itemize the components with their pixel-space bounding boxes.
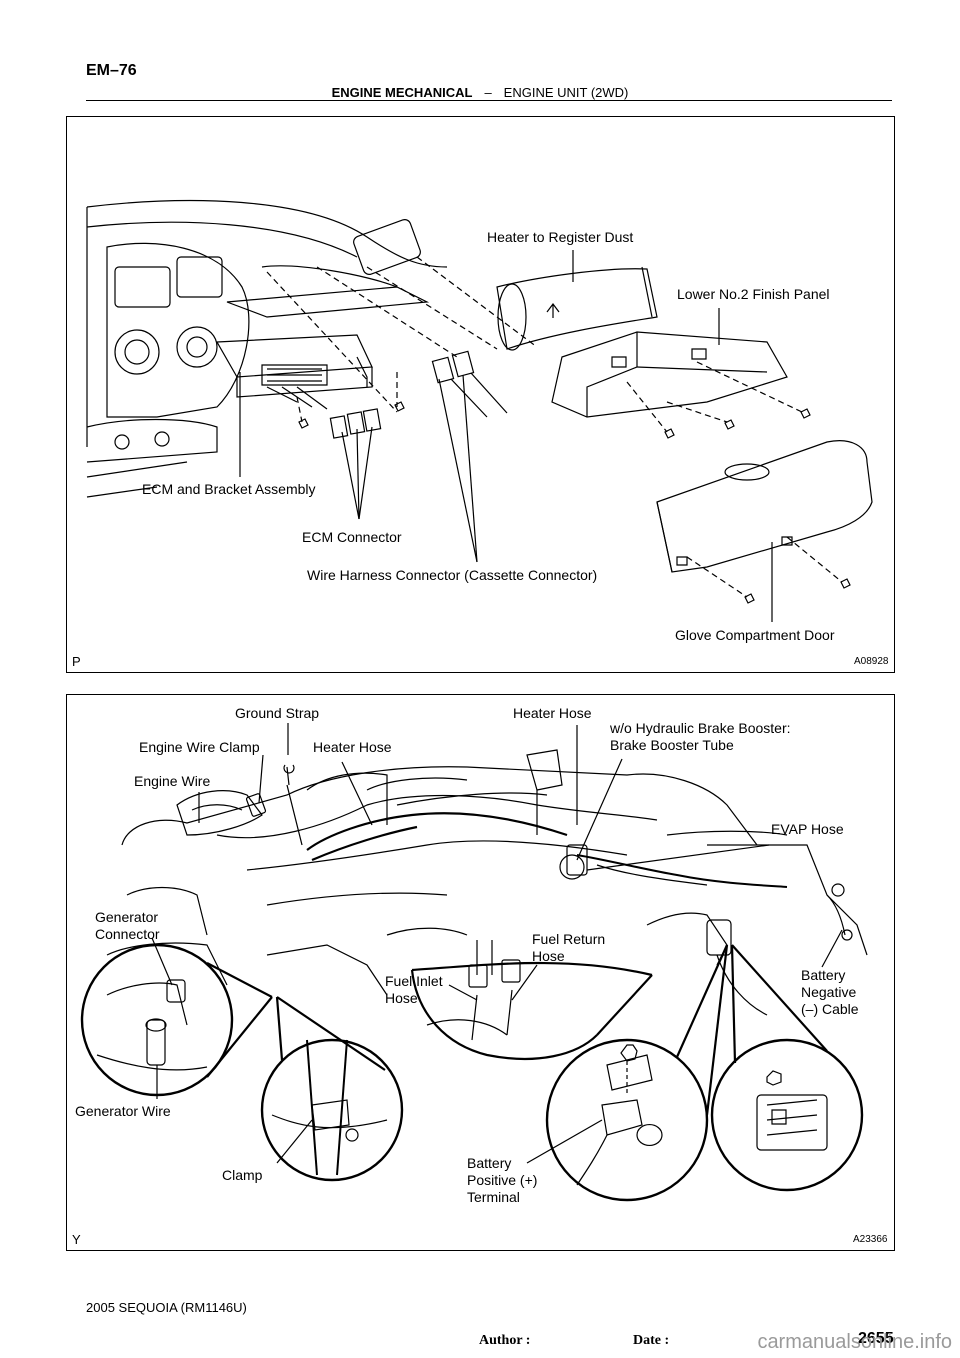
label-heater-hose-right: Heater Hose [513, 705, 592, 721]
figure-ecm-illustration [67, 117, 894, 672]
figure-engine-illustration [67, 695, 894, 1250]
footer-author-label: Author : [479, 1333, 531, 1348]
label-heater-hose-left: Heater Hose [313, 739, 392, 755]
footer-page-number: 2655 [858, 1330, 894, 1347]
label-clamp: Clamp [222, 1167, 263, 1183]
label-fuel-inlet-hose: Fuel Inlet Hose [385, 973, 443, 1006]
footer-date-label: Date : [633, 1333, 670, 1348]
watermark-text: carmanualsonline.info [757, 1331, 952, 1353]
header-rule [86, 100, 892, 101]
figure-engine-id: A23366 [853, 1234, 888, 1245]
label-generator-wire: Generator Wire [75, 1103, 171, 1119]
label-glove-door: Glove Compartment Door [675, 627, 835, 643]
figure-ecm-corner-letter: P [72, 654, 81, 669]
label-heater-duct: Heater to Register Dust [487, 229, 634, 245]
label-engine-wire-clamp: Engine Wire Clamp [139, 739, 260, 755]
label-lower-finish-panel: Lower No.2 Finish Panel [677, 286, 830, 302]
section-title: ENGINE MECHANICAL [331, 85, 473, 100]
section-separator: – [484, 85, 492, 100]
label-ground-strap: Ground Strap [235, 705, 320, 721]
section-heading: ENGINE MECHANICAL–ENGINE UNIT (2WD) [0, 85, 960, 100]
label-battery-positive: Battery Positive (+) Terminal [467, 1155, 538, 1205]
label-ecm-bracket: ECM and Bracket Assembly [142, 481, 316, 497]
footer-model: 2005 SEQUOIA (RM1146U) [86, 1300, 247, 1315]
figure-engine-panel: Ground Strap Heater Hose w/o Hydraulic B… [66, 694, 895, 1251]
label-engine-wire: Engine Wire [134, 773, 211, 789]
figure-ecm-id: A08928 [854, 656, 889, 667]
subsection-title: ENGINE UNIT (2WD) [503, 85, 629, 100]
label-generator-connector: Generator Connector [95, 909, 160, 942]
label-fuel-return-hose: Fuel Return Hose [532, 931, 606, 964]
figure-engine-corner-letter: Y [72, 1232, 81, 1247]
label-brake-booster-tube: w/o Hydraulic Brake Booster: Brake Boost… [610, 720, 791, 753]
label-battery-negative: Battery Negative (–) Cable [801, 967, 859, 1017]
page-code: EM–76 [86, 62, 137, 79]
label-wire-harness: Wire Harness Connector (Cassette Connect… [307, 567, 598, 583]
label-ecm-connector: ECM Connector [302, 529, 402, 545]
label-evap-hose: EVAP Hose [771, 821, 844, 837]
figure-ecm-panel: Heater to Register Dust Lower No.2 Finis… [66, 116, 895, 673]
